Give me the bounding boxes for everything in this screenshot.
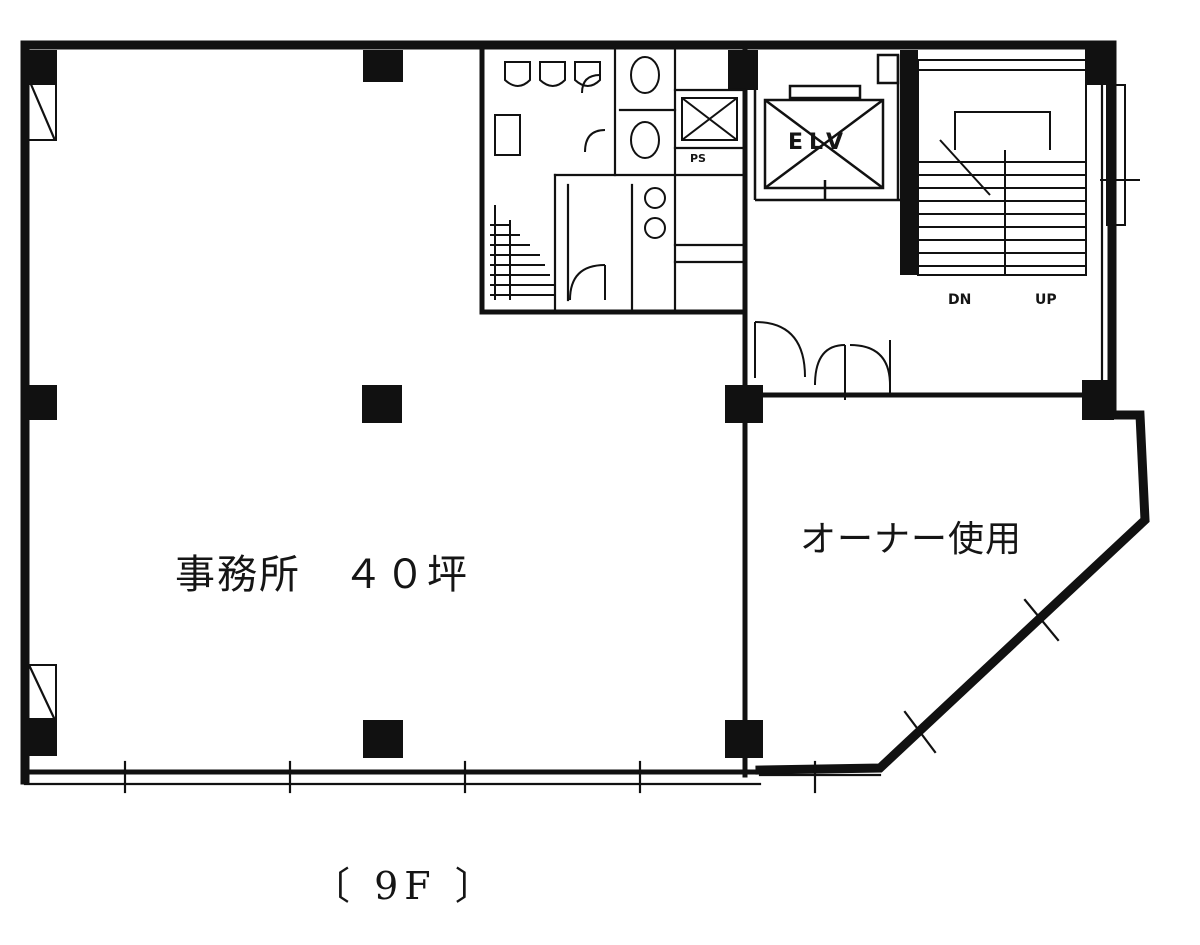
office-room-label: 事務所 ４０坪 — [175, 552, 469, 598]
stairs-down-label: DN — [948, 292, 972, 308]
elevator-label: ELV — [788, 130, 850, 155]
right-window — [1100, 84, 1140, 226]
floor-number-label: 〔 9F 〕 — [312, 864, 499, 908]
window-ticks — [123, 598, 1060, 794]
exterior-walls — [20, 40, 1150, 786]
sanitary-fixtures — [494, 56, 738, 301]
lobby-doors — [754, 321, 1106, 415]
core-walls — [479, 42, 1115, 778]
pipe-shaft-label: PS — [690, 152, 706, 165]
stairs-up-label: UP — [1035, 292, 1057, 308]
main-stair — [917, 59, 1087, 276]
elevator-shaft — [753, 53, 900, 202]
service-stair — [490, 205, 555, 300]
owner-use-room-label: オーナー使用 — [800, 519, 1023, 560]
